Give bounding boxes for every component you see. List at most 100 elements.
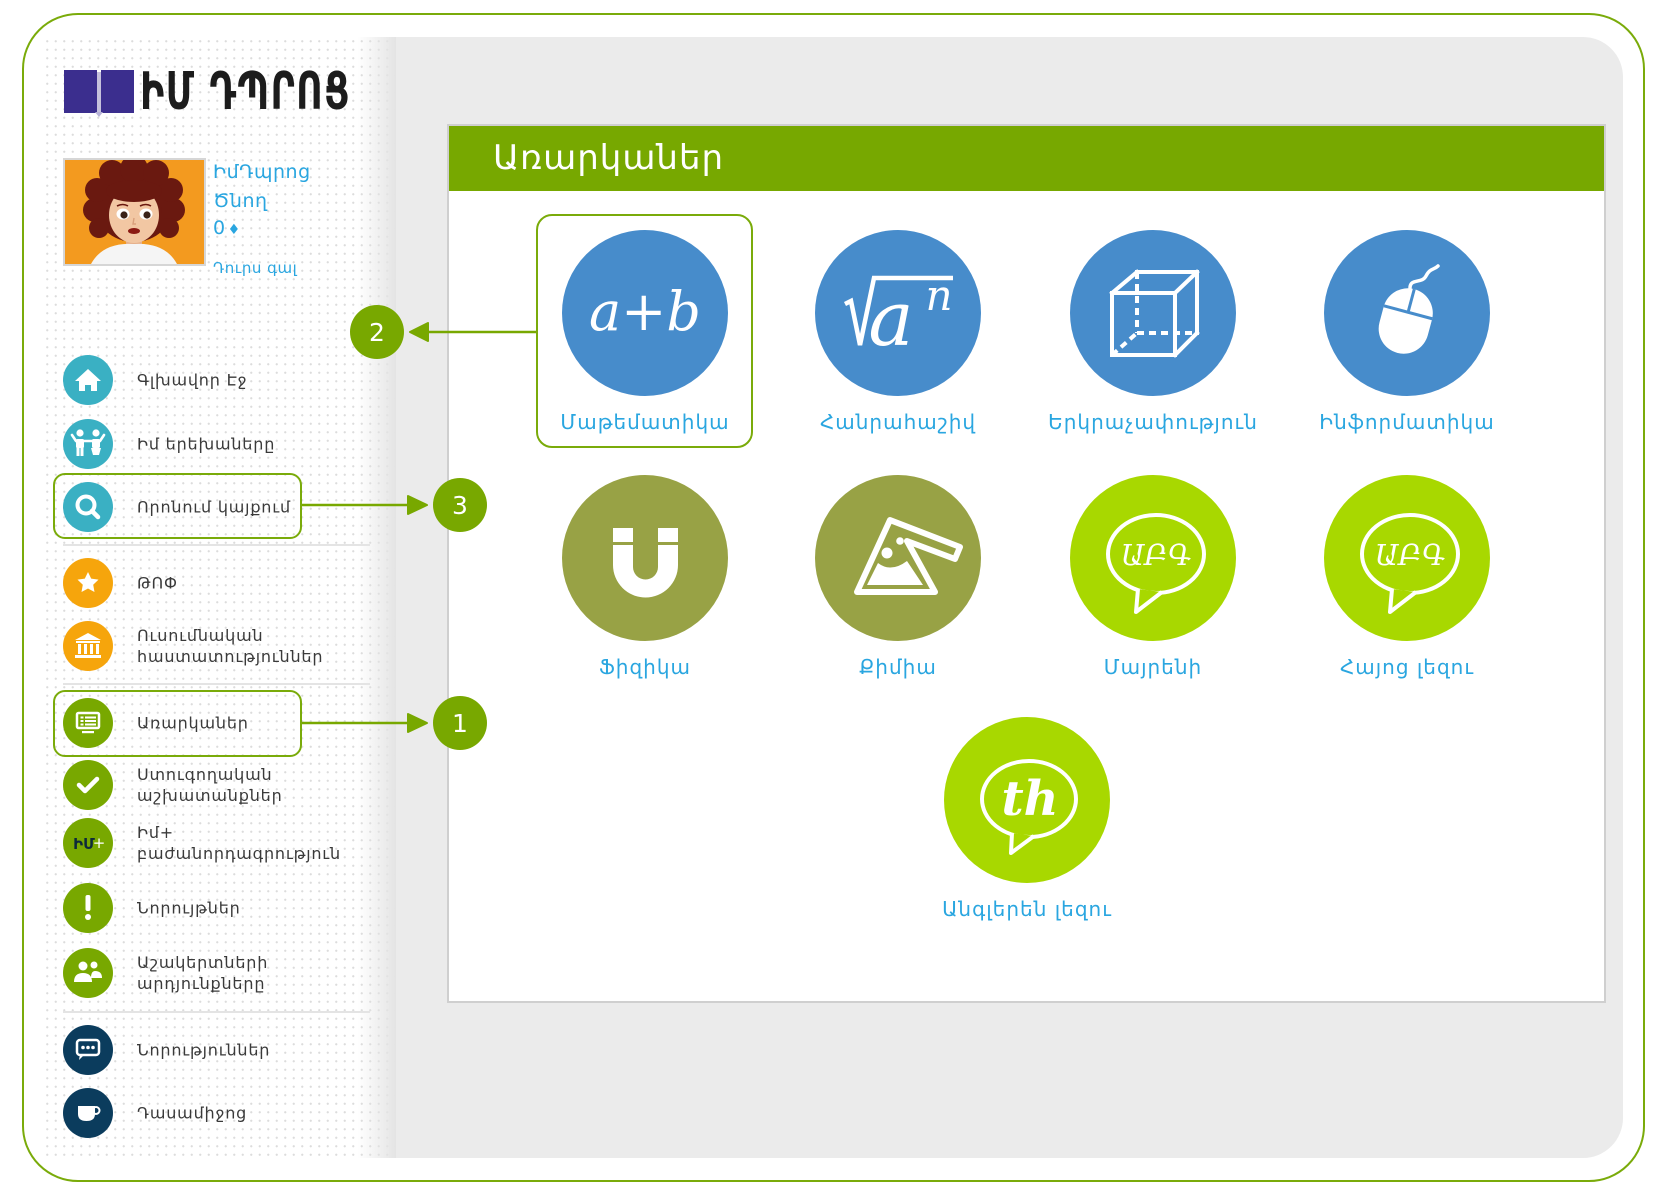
subject-mathematics[interactable]: a+b Մաթեմատիկա [535,230,755,445]
highlight-box-subjects [53,690,302,757]
points-value: 0 [213,217,226,239]
speech-bubble-icon: ԱԲԳ [1324,475,1490,641]
subject-label: Անգլերեն լեզու [942,897,1112,921]
icon-background [815,230,981,396]
magnet-icon [562,475,728,641]
students-icon [63,948,113,998]
highlight-box-mathematics [536,214,753,448]
subject-label: Ֆիզիկա [598,655,691,679]
chat-icon [63,1025,113,1075]
icon-background [562,230,728,396]
subject-physics[interactable]: Ֆիզիկա [535,475,755,690]
subject-label: Մաթեմատիկա [560,410,730,434]
bubble-icon-text: th [1001,771,1058,827]
panel-title: Առարկաներ [493,138,725,178]
cup-icon [63,1088,113,1138]
sidebar-item-home[interactable]: Գլխավոր Էջ [63,355,363,405]
sidebar-item-news[interactable]: Նորություններ [63,1025,363,1075]
subscription-icon-text: ԻՄ [73,835,95,853]
exclamation-icon [63,883,113,933]
subject-algebra[interactable]: a n Հանրահաշիվ [788,230,1008,445]
math-formula-icon: a+b [562,230,728,396]
subjects-icon [63,698,113,748]
icon-background [63,698,113,748]
sidebar-item-label: ԹՈՓ [137,573,178,593]
logo-text: ԻՄ ԴՊՐՈՑ [140,62,351,122]
icon-background [1070,475,1236,641]
subject-label: Երկրաչափություն [1048,410,1258,434]
sidebar-item-label: Որոնում կայքում [137,497,291,517]
star-icon [63,558,113,608]
sidebar-shadow [358,37,396,1158]
subject-label: Մայրենի [1103,655,1203,679]
icon-background [562,475,728,641]
algebra-icon-base: a [868,274,913,363]
icon-background [63,948,113,998]
subject-geometry[interactable]: Երկրաչափություն [1043,230,1263,445]
sidebar-item-tests[interactable]: Ստուգողական աշխատանքներ [63,760,363,810]
sidebar-item-label: Իմ+ բաժանորդագրություն [137,823,342,863]
icon-background [1324,475,1490,641]
home-icon [63,355,113,405]
sidebar-divider [63,683,370,685]
profile-role: Ծնող [213,190,268,212]
subject-label: Հայոց լեզու [1339,655,1475,679]
sidebar-item-label: Նորություններ [137,1040,271,1060]
icon-background [944,717,1110,883]
speech-bubble-icon: ԱԲԳ [1070,475,1236,641]
logout-link[interactable]: Դուրս գալ [213,259,298,277]
sidebar-item-novelties[interactable]: Նորույթներ [63,883,363,933]
speech-bubble-icon: th [944,717,1110,883]
avatar[interactable] [63,158,206,266]
icon-background [63,818,113,868]
children-icon [63,419,113,469]
check-icon [63,760,113,810]
sidebar-item-subjects[interactable]: Առարկաներ [63,698,363,748]
sidebar-item-my-children[interactable]: Իմ երեխաները [63,419,363,469]
diamond-icon: ♦ [227,222,241,238]
icon-background [1070,230,1236,396]
avatar-image [65,160,204,264]
subscription-icon-plus: + [93,834,106,852]
subject-english-language[interactable]: th Անգլերեն լեզու [917,717,1137,932]
sidebar-item-label: Աշակերտների արդյունքները [137,953,269,993]
icon-background [63,419,113,469]
outer-frame [22,13,1645,1182]
subject-label: Ինֆորմատիկա [1319,410,1495,434]
sidebar-item-student-results[interactable]: Աշակերտների արդյունքները [63,948,363,998]
icon-background [63,482,113,532]
bubble-icon-text: ԱԲԳ [1375,538,1446,572]
subject-native-language[interactable]: ԱԲԳ Մայրենի [1043,475,1263,690]
book-icon [64,70,134,117]
sidebar-item-label: Առարկաներ [137,713,249,733]
sidebar-item-site-search[interactable]: Որոնում կայքում [63,482,363,532]
computer-mouse-icon [1324,230,1490,396]
sidebar-item-institutions[interactable]: Ուսումնական հաստատություններ [63,621,363,671]
subject-chemistry[interactable]: Քիմիա [788,475,1008,690]
sidebar-item-top[interactable]: ԹՈՓ [63,558,363,608]
subscription-icon: ԻՄ + [63,818,113,868]
sidebar-item-break[interactable]: Դասամիջոց [63,1088,363,1138]
math-icon-text: a+b [589,280,701,343]
sidebar-item-label: Գլխավոր Էջ [137,370,248,390]
icon-background [63,1025,113,1075]
square-root-icon: a n [815,230,981,396]
sidebar-item-label: Դասամիջոց [137,1103,248,1123]
profile-points: 0♦ [213,216,241,242]
logo[interactable]: ԻՄ ԴՊՐՈՑ [64,66,364,120]
icon-background [815,475,981,641]
sidebar-item-label: Իմ երեխաները [137,434,276,454]
subject-armenian-language[interactable]: ԱԲԳ Հայոց լեզու [1297,475,1517,690]
sidebar-item-label: Ստուգողական աշխատանքներ [137,765,283,805]
sidebar-item-label: Նորույթներ [137,898,241,918]
search-icon [63,482,113,532]
algebra-icon-exponent: n [925,271,952,320]
flask-icon [815,475,981,641]
sidebar-item-subscription[interactable]: ԻՄ + Իմ+ բաժանորդագրություն [63,818,363,868]
profile-name[interactable]: ԻմԴպրոց [213,161,311,183]
icon-background [63,621,113,671]
bubble-icon-text: ԱԲԳ [1121,538,1192,572]
subject-informatics[interactable]: Ինֆորմատիկա [1297,230,1517,445]
subject-label: Քիմիա [859,655,937,679]
institution-icon [63,621,113,671]
